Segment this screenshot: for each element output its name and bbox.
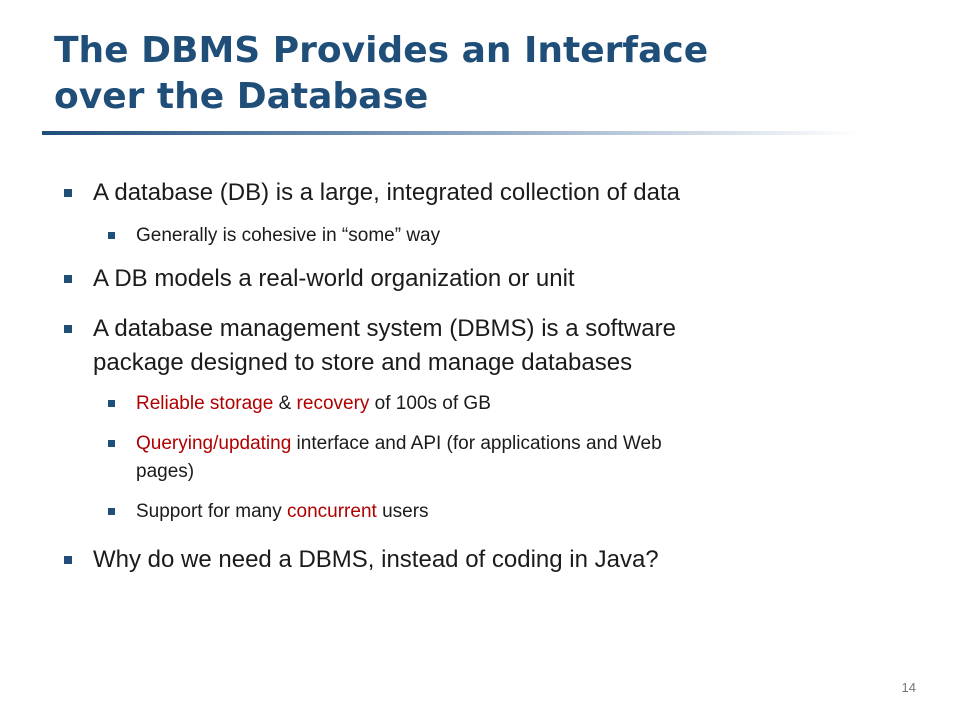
sub-bullet-text: Reliable storage & recovery of 100s of G…: [136, 390, 888, 418]
sub-bullet-item-3-3: Support for many concurrent users: [108, 498, 888, 526]
highlight-term: Querying/updating: [136, 433, 292, 454]
page-number: 14: [901, 680, 916, 695]
plain-text: &: [273, 393, 297, 414]
highlight-term: concurrent: [287, 501, 377, 522]
highlight-term: recovery: [296, 393, 370, 414]
title-underline-rule: [42, 131, 860, 135]
square-bullet-icon: [64, 275, 72, 283]
sub-bullet-item-3-2: Querying/updating interface and API (for…: [108, 430, 888, 486]
slide-title-line-1: The DBMS Provides an Interface: [54, 30, 709, 71]
sub-bullet-item-3-1: Reliable storage & recovery of 100s of G…: [108, 390, 888, 418]
sub-bullet-item-1-1: Generally is cohesive in “some” way: [108, 222, 888, 250]
bullet-text: A database management system (DBMS) is a…: [93, 312, 894, 380]
bullet-item-2: A DB models a real-world organization or…: [64, 262, 894, 296]
bullet-item-4: Why do we need a DBMS, instead of coding…: [64, 543, 894, 577]
bullet-text-line-2: package designed to store and manage dat…: [93, 349, 633, 376]
square-bullet-icon: [64, 556, 72, 564]
plain-text: users: [376, 501, 429, 522]
sub-bullet-text: Generally is cohesive in “some” way: [136, 225, 441, 246]
bullet-text: A database (DB) is a large, integrated c…: [93, 179, 681, 206]
square-bullet-icon: [64, 189, 72, 197]
square-bullet-icon: [108, 232, 115, 239]
plain-text: pages): [136, 461, 195, 482]
plain-text: of 100s of GB: [369, 393, 491, 414]
square-bullet-icon: [108, 440, 115, 447]
plain-text: Support for many: [136, 501, 288, 522]
bullet-item-3: A database management system (DBMS) is a…: [64, 312, 894, 380]
sub-bullet-text: Support for many concurrent users: [136, 498, 888, 526]
bullet-text: A DB models a real-world organization or…: [93, 265, 575, 292]
bullet-text: Why do we need a DBMS, instead of coding…: [93, 546, 659, 573]
bullet-item-1: A database (DB) is a large, integrated c…: [64, 176, 894, 210]
square-bullet-icon: [108, 400, 115, 407]
plain-text: interface and API (for applications and …: [291, 433, 662, 454]
slide-title: The DBMS Provides an Interface over the …: [54, 28, 914, 120]
square-bullet-icon: [64, 325, 72, 333]
bullet-text-line-1: A database management system (DBMS) is a…: [93, 315, 676, 342]
sub-bullet-text: Querying/updating interface and API (for…: [136, 430, 888, 486]
slide-title-line-2: over the Database: [54, 76, 429, 117]
highlight-term: Reliable storage: [136, 393, 274, 414]
square-bullet-icon: [108, 508, 115, 515]
